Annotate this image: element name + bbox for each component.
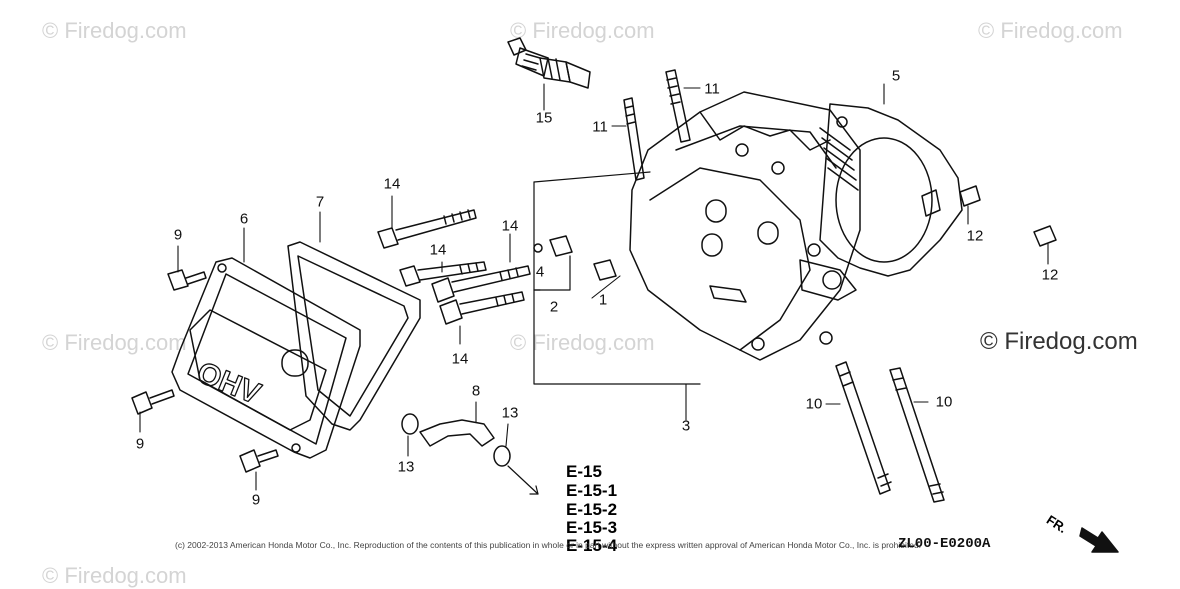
cylinder-head — [629, 91, 861, 361]
spark-plug — [507, 37, 591, 89]
head-bolt — [377, 209, 477, 249]
part-label: 15 — [535, 109, 553, 127]
cylinder-stud — [835, 361, 892, 495]
head-cover — [171, 257, 361, 459]
leader-lines — [139, 83, 1049, 491]
reference-code: E-15-1 — [566, 481, 618, 500]
head-gasket — [819, 103, 963, 277]
part-label: 9 — [173, 226, 183, 244]
part-label: 11 — [592, 118, 608, 136]
watermark: © Firedog.com — [510, 18, 655, 43]
part-label: 6 — [239, 210, 249, 228]
part-label: 2 — [549, 298, 559, 316]
part-label: 9 — [251, 491, 261, 509]
part-label: 14 — [383, 175, 401, 193]
reference-code: E-15-3 — [566, 518, 618, 537]
assembly-bracket — [533, 171, 701, 385]
part-label: 13 — [501, 404, 519, 422]
tube-clip — [401, 413, 511, 467]
part-label: 14 — [429, 241, 447, 259]
cover-bolt — [131, 389, 175, 415]
part-label: 5 — [891, 67, 901, 85]
part-label: 3 — [681, 417, 691, 435]
watermark: © Firedog.com — [978, 18, 1123, 43]
part-label: 14 — [451, 350, 469, 368]
watermark: © Firedog.com — [42, 563, 187, 588]
valve-guide — [533, 235, 617, 281]
reference-code: E-15 — [566, 462, 602, 481]
part-label: 10 — [805, 395, 823, 413]
watermark: © Firedog.com — [42, 18, 187, 43]
part-label: 8 — [471, 382, 481, 400]
part-label: 4 — [535, 263, 545, 281]
stud-bolt-upper — [623, 97, 645, 181]
cover-bolt — [239, 449, 279, 473]
breather-tube — [419, 419, 495, 447]
part-label: 11 — [704, 80, 720, 98]
head-bolt — [399, 261, 487, 287]
copyright-notice: (c) 2002-2013 American Honda Motor Co., … — [175, 540, 922, 550]
part-label: 12 — [1041, 266, 1059, 284]
cover-bolt — [167, 269, 207, 291]
front-arrow-icon — [1079, 527, 1119, 553]
head-bolt — [439, 291, 525, 325]
reference-code: E-15-2 — [566, 500, 618, 519]
part-label: 7 — [315, 193, 325, 211]
reference-code: E-15-4 — [566, 536, 618, 555]
head-bolt — [431, 265, 531, 303]
cylinder-stud — [889, 367, 945, 503]
watermark: © Firedog.com — [42, 330, 187, 355]
part-label: 9 — [135, 435, 145, 453]
reference-arrow — [507, 465, 539, 495]
stud-bolt-upper — [665, 69, 691, 143]
part-label: 13 — [397, 458, 415, 476]
part-label: 12 — [966, 227, 984, 245]
part-label: 14 — [501, 217, 519, 235]
dowel-pin — [1033, 225, 1057, 247]
dowel-pin — [959, 185, 981, 207]
part-label: 1 — [598, 291, 608, 309]
watermark-brand: © Firedog.com — [980, 328, 1138, 355]
diagram-code: ZL00-E0200A — [898, 536, 991, 552]
part-label: 10 — [935, 393, 953, 411]
